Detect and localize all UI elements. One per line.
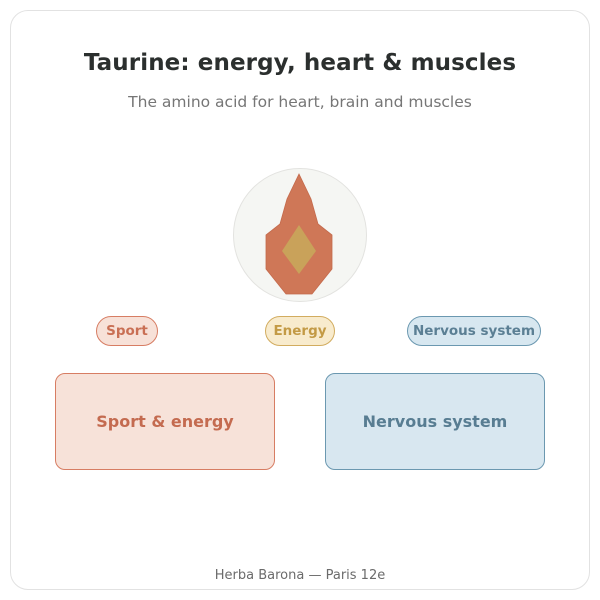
tag-energy: Energy bbox=[265, 316, 335, 346]
flame-icon bbox=[265, 173, 333, 295]
page-title: Taurine: energy, heart & muscles bbox=[83, 50, 517, 76]
box-sport-energy: Sport & energy bbox=[55, 373, 275, 470]
box-sport-energy-label: Sport & energy bbox=[96, 412, 234, 431]
emblem-circle bbox=[233, 168, 367, 302]
tag-nervous-system: Nervous system bbox=[407, 316, 541, 346]
flame-core bbox=[282, 225, 316, 274]
box-nervous-system: Nervous system bbox=[325, 373, 545, 470]
footer-text: Herba Barona — Paris 12e bbox=[214, 568, 386, 583]
page-subtitle: The amino acid for heart, brain and musc… bbox=[128, 93, 472, 111]
box-nervous-system-label: Nervous system bbox=[362, 412, 508, 431]
tag-sport: Sport bbox=[96, 316, 158, 346]
